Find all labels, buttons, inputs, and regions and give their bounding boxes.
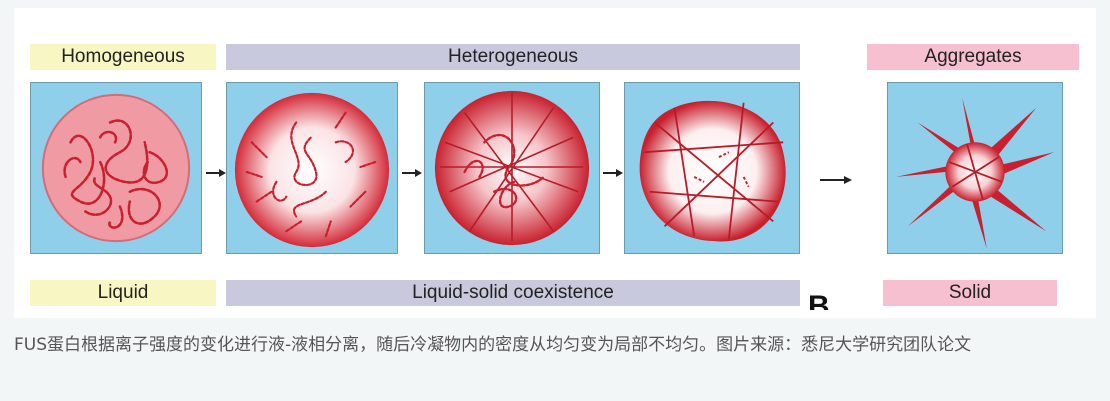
label-homogeneous: Homogeneous — [30, 44, 216, 70]
label-heterogeneous: Heterogeneous — [226, 44, 800, 70]
label-aggregates: Aggregates — [867, 44, 1079, 70]
panel-aggregates — [887, 82, 1063, 254]
arrow-icon — [820, 170, 852, 189]
heterogeneous-droplet-3-illustration — [639, 100, 786, 242]
figure-panel-letter: B — [808, 290, 830, 310]
homogeneous-droplet-illustration — [41, 93, 191, 243]
aggregate-illustration — [895, 97, 1055, 250]
panel-heterogeneous-stage-2 — [424, 82, 600, 254]
figure-caption: FUS蛋白根据离子强度的变化进行液-液相分离，随后冷凝物内的密度从均匀变为局部不… — [14, 335, 972, 355]
label-liquid: Liquid — [30, 280, 216, 306]
label-solid: Solid — [883, 280, 1057, 306]
arrow-icon — [402, 163, 422, 182]
figure-card: Homogeneous Heterogeneous Aggregates — [14, 8, 1096, 318]
label-liquid-solid-coexistence: Liquid-solid coexistence — [226, 280, 800, 306]
heterogeneous-droplet-1-illustration — [234, 92, 390, 248]
arrow-icon — [603, 163, 623, 182]
arrow-icon — [206, 163, 226, 182]
panel-heterogeneous-stage-1 — [226, 82, 398, 254]
heterogeneous-droplet-2-illustration — [434, 90, 590, 246]
panel-homogeneous-droplet — [30, 82, 202, 254]
panel-heterogeneous-stage-3 — [624, 82, 800, 254]
